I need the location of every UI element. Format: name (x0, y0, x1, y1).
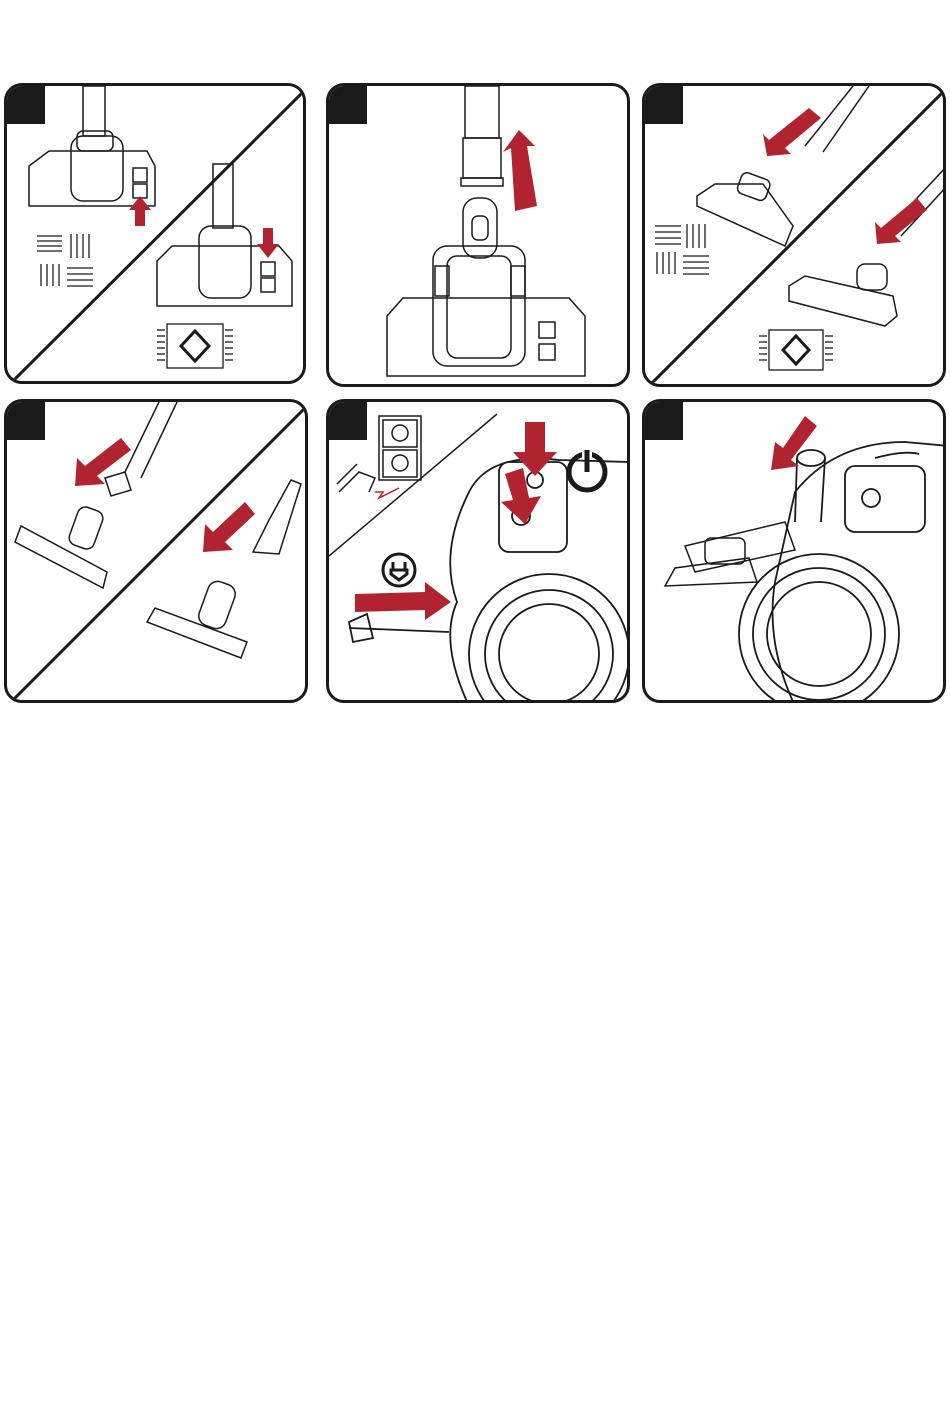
down-left-arrow-icon (771, 416, 817, 470)
step-1-illustration (7, 86, 306, 384)
down-left-arrow-icon (875, 198, 927, 244)
hard-floor-icon (759, 330, 833, 370)
crevice-tool-head (15, 526, 107, 588)
down-left-arrow-icon (763, 108, 821, 156)
panel-step-2 (326, 83, 630, 387)
vacuum-body (739, 442, 946, 703)
step-4-illustration (7, 402, 308, 703)
panel-step-5 (326, 399, 630, 703)
step-3-illustration (645, 86, 946, 387)
step-6-illustration (645, 402, 946, 703)
plug-icon (383, 554, 415, 586)
panel-step-3 (642, 83, 946, 387)
step-2-illustration (329, 86, 630, 387)
vacuum-body (349, 459, 629, 703)
floor-brush-lower (789, 276, 897, 326)
plug-cable (337, 464, 375, 492)
panel-step-4 (4, 399, 308, 703)
up-arrow-icon (503, 130, 537, 211)
down-left-arrow-icon (203, 502, 255, 552)
panel-step-6 (642, 399, 946, 703)
carpet-pattern-icon (37, 234, 93, 286)
panel-step-1 (4, 83, 306, 384)
floor-brush-upper (697, 184, 793, 246)
down-arrow-icon (513, 422, 557, 476)
right-arrow-icon (355, 582, 451, 620)
down-left-arrow-icon (75, 438, 131, 486)
hard-floor-icon (157, 324, 233, 368)
step-5-illustration (329, 402, 630, 703)
arrow-up-icon (129, 196, 151, 226)
dust-brush-head (147, 608, 247, 658)
small-arrow-icon (375, 488, 399, 498)
arrow-down-icon (257, 228, 279, 258)
down-arrow-icon (501, 468, 541, 524)
wall-socket-icon (379, 416, 421, 480)
tube-icon (465, 86, 499, 138)
brush-neck (463, 198, 497, 258)
carpet-pattern-icon (655, 224, 709, 274)
power-icon (569, 450, 605, 490)
floor-brush-upper (29, 86, 155, 206)
